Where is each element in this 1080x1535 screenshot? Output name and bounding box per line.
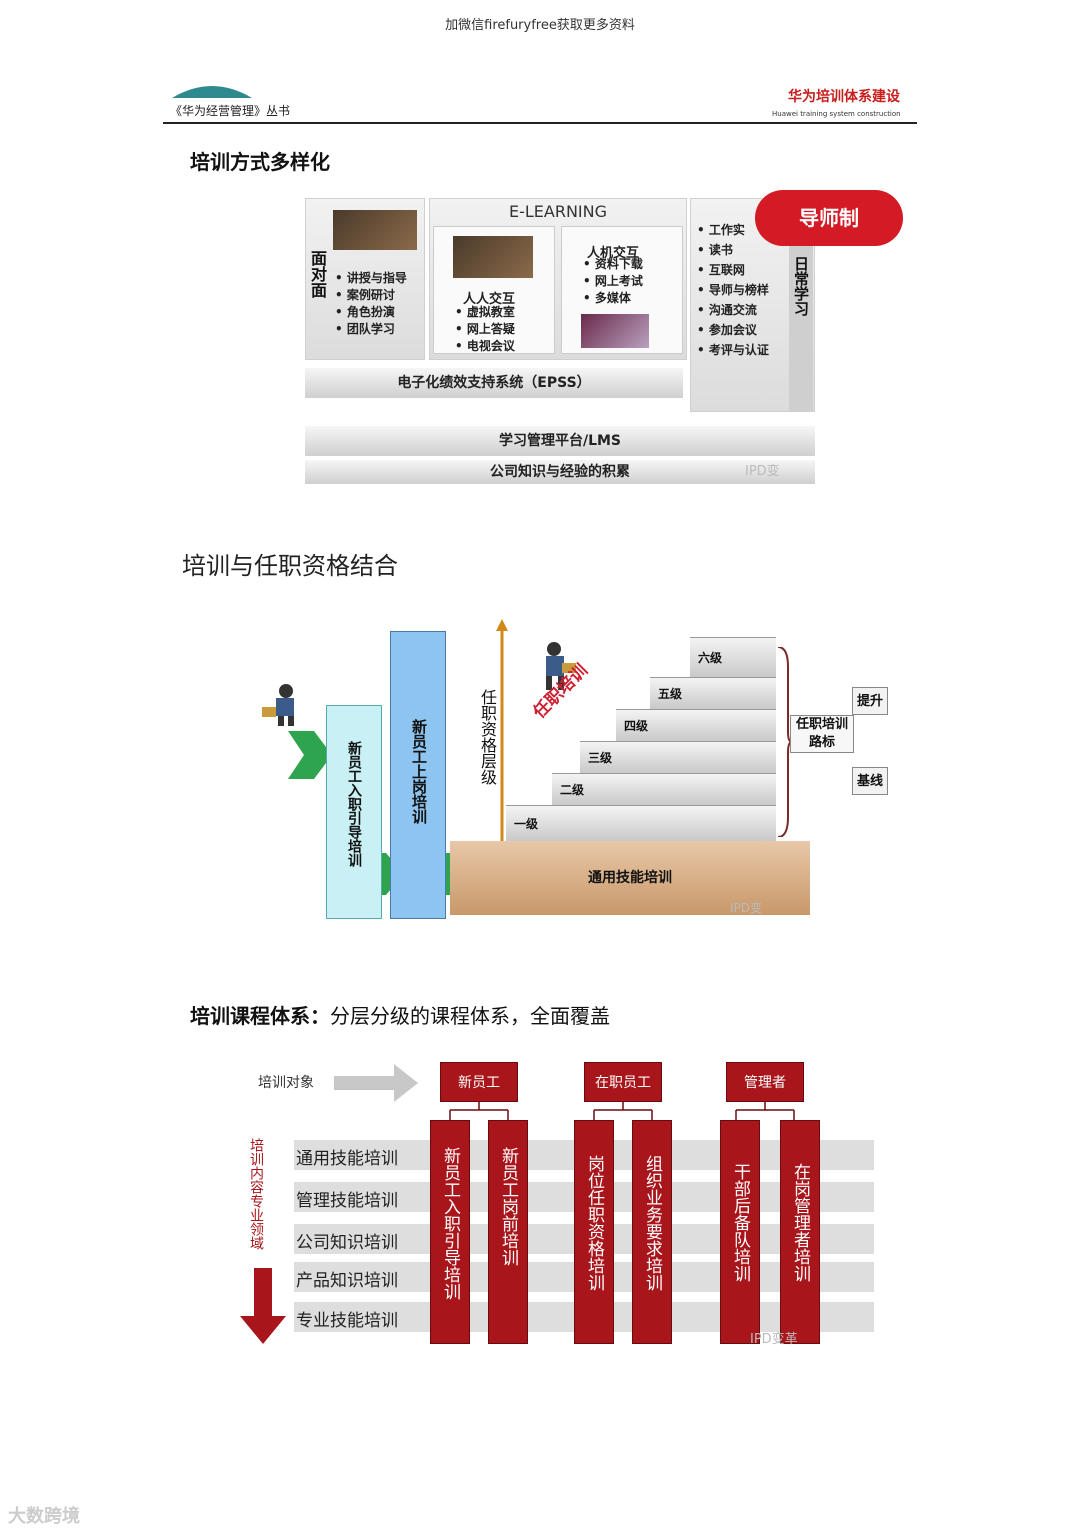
row-label: 管理技能培训 [296, 1191, 398, 1211]
course-column: 岗位任职资格培训 [574, 1120, 614, 1344]
chevron-right-icon [288, 731, 332, 779]
list-item: • 导师与榜样 [697, 283, 769, 297]
face-list: • 讲授与指导 • 案例研讨 • 角色扮演 • 团队学习 [335, 270, 407, 338]
base-block: 通用技能培训 [450, 841, 810, 915]
course-column: 干部后备队培训 [720, 1120, 760, 1344]
content-label: 培训内容专业领域 [248, 1138, 264, 1250]
list-item: • 多媒体 [583, 291, 631, 305]
baseline-label: 基线 [852, 767, 888, 795]
onboarding-label: 新员工上岗培训 [410, 719, 428, 824]
list-item: • 电视会议 [455, 339, 515, 353]
header-right-title: 华为培训体系建设 [788, 89, 900, 105]
level-6: 六级 [690, 637, 776, 677]
worker-icon [546, 642, 576, 690]
machine-photo [581, 314, 649, 348]
face-label: 面对面 [308, 250, 327, 298]
group-header-staff: 在职员工 [584, 1062, 662, 1102]
orientation-column [326, 705, 382, 919]
list-item: • 团队学习 [335, 322, 395, 336]
course-column: 组织业务要求培训 [632, 1120, 672, 1344]
training-methods-diagram: 面对面 • 讲授与指导 • 案例研讨 • 角色扮演 • 团队学习 E-LEARN… [305, 190, 903, 486]
lms-bar: 学习管理平台/LMS [305, 426, 815, 456]
watermark: IPD变 [745, 464, 780, 479]
header-divider [163, 122, 917, 124]
section3-title-bold: 培训课程体系： [190, 1004, 330, 1028]
logo-icon [172, 86, 252, 98]
list-item: • 角色扮演 [335, 305, 395, 319]
list-item: • 网上答疑 [455, 322, 515, 336]
list-item: • 虚拟教室 [455, 305, 515, 319]
orientation-label: 新员工入职引导培训 [346, 741, 362, 867]
roadmap-label: 任职培训路标 [790, 715, 854, 753]
row-label: 通用技能培训 [296, 1149, 398, 1169]
qualification-diagram: 新员工入职引导培训 新员工上岗培训 任职资格层级 任职培训 一级 二级 三级 四… [250, 615, 890, 925]
human-title: 人人交互 [463, 292, 516, 307]
onboarding-column [390, 631, 446, 919]
list-item: • 沟通交流 [697, 303, 757, 317]
row-label: 公司知识培训 [296, 1233, 398, 1253]
level-1: 一级 [506, 805, 776, 841]
group-header-new: 新员工 [440, 1062, 518, 1102]
arrow-right-icon [334, 1064, 418, 1102]
machine-list: • 资料下载 • 网上考试 • 多媒体 [583, 256, 643, 307]
list-item: • 考评与认证 [697, 343, 769, 357]
brace-icon [778, 647, 792, 837]
epss-bar: 电子化绩效支持系统（EPSS） [305, 368, 683, 398]
list-item: • 读书 [697, 243, 733, 257]
header-right-subtitle: Huawei training system construction [772, 110, 901, 118]
row-label: 产品知识培训 [296, 1271, 398, 1291]
up-label: 提升 [852, 687, 888, 715]
section3-title-rest: 分层分级的课程体系，全面覆盖 [330, 1004, 610, 1028]
human-photo [453, 236, 533, 278]
group-header-manager: 管理者 [726, 1062, 804, 1102]
list-item: • 网上考试 [583, 274, 643, 288]
section3-title: 培训课程体系：分层分级的课程体系，全面覆盖 [190, 1000, 610, 1029]
watermark: IPD变 [730, 901, 763, 915]
level-4: 四级 [616, 709, 776, 741]
section1-title: 培训方式多样化 [190, 150, 330, 174]
level-3: 三级 [580, 741, 776, 773]
row-label: 专业技能培训 [296, 1311, 398, 1331]
axis-arrow [496, 619, 508, 841]
series-title: 《华为经营管理》丛书 [170, 104, 291, 118]
axis-label: 任职资格层级 [478, 689, 497, 785]
list-item: • 讲授与指导 [335, 271, 407, 285]
course-column: 在岗管理者培训 [780, 1120, 820, 1344]
elearning-title: E-LEARNING [508, 202, 608, 221]
course-column: 新员工入职引导培训 [430, 1120, 470, 1344]
list-item: • 资料下载 [583, 257, 643, 271]
list-item: • 工作实 [697, 223, 745, 237]
daily-list: • 工作实 • 读书 • 互联网 • 导师与榜样 • 沟通交流 • 参加会议 •… [697, 220, 769, 360]
mentor-badge: 导师制 [755, 190, 903, 246]
list-item: • 参加会议 [697, 323, 757, 337]
face-photo [333, 210, 417, 250]
list-item: • 互联网 [697, 263, 745, 277]
watermark: IPD变革 [750, 1332, 798, 1347]
knowledge-bar: 公司知识与经验的积累 [305, 460, 815, 484]
course-column: 新员工岗前培训 [488, 1120, 528, 1344]
arrow-down-icon [240, 1268, 286, 1344]
worker-icon [262, 684, 294, 726]
machine-title: 人机交互 [587, 246, 640, 261]
section2-title: 培训与任职资格结合 [182, 552, 398, 580]
level-2: 二级 [552, 773, 776, 805]
target-label: 培训对象 [258, 1075, 314, 1091]
top-note: 加微信firefuryfree获取更多资料 [445, 18, 635, 33]
list-item: • 案例研讨 [335, 288, 395, 302]
footer-brand: 大数跨境 [8, 1506, 80, 1527]
level-5: 五级 [650, 677, 776, 709]
course-system-diagram: 培训对象 培训内容专业领域 通用技能培训 管理技能培训 公司知识培训 产品知识培… [238, 1058, 878, 1348]
connector-lines [449, 1102, 795, 1122]
daily-label: 日常学习 [792, 256, 810, 316]
human-list: • 虚拟教室 • 网上答疑 • 电视会议 [455, 304, 515, 355]
